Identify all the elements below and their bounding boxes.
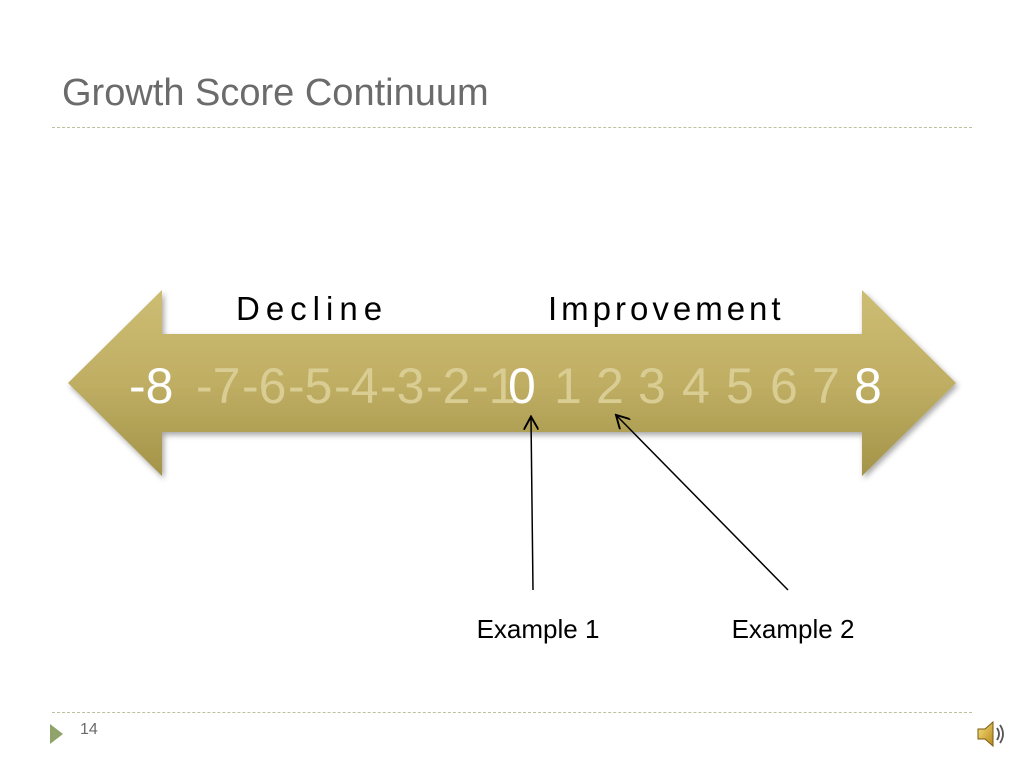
scale-number: -7 [196,358,240,414]
example-2-pointer [617,416,789,591]
example-1-pointer [531,418,533,591]
scale-number: 5 [726,358,754,414]
scale-number: -1 [472,358,516,414]
slide-title: Growth Score Continuum [62,72,489,114]
scale-number: -6 [242,358,286,414]
footer-divider [52,712,972,713]
scale-number: 3 [638,358,666,414]
decline-label: Decline [236,290,388,327]
example-1-label: Example 1 [477,614,600,644]
title-divider [52,127,972,128]
scale-number: 8 [854,358,882,414]
scale-number: 0 [508,358,536,414]
page-number: 14 [80,721,98,738]
scale-number: 2 [596,358,624,414]
scale-number: 7 [812,358,840,414]
scale-number: -5 [288,358,332,414]
scale-number: 6 [770,358,798,414]
scale-number: 4 [682,358,710,414]
speaker-icon[interactable] [974,716,1010,752]
scale-number: -3 [380,358,424,414]
triangle-right-icon [50,724,63,744]
scale-number: -2 [426,358,470,414]
improvement-label: Improvement [548,290,785,327]
scale-number: -4 [334,358,378,414]
double-arrow-shape [68,290,956,476]
scale-number: -8 [129,358,173,414]
example-2-label: Example 2 [732,614,855,644]
scale-number: 1 [554,358,582,414]
